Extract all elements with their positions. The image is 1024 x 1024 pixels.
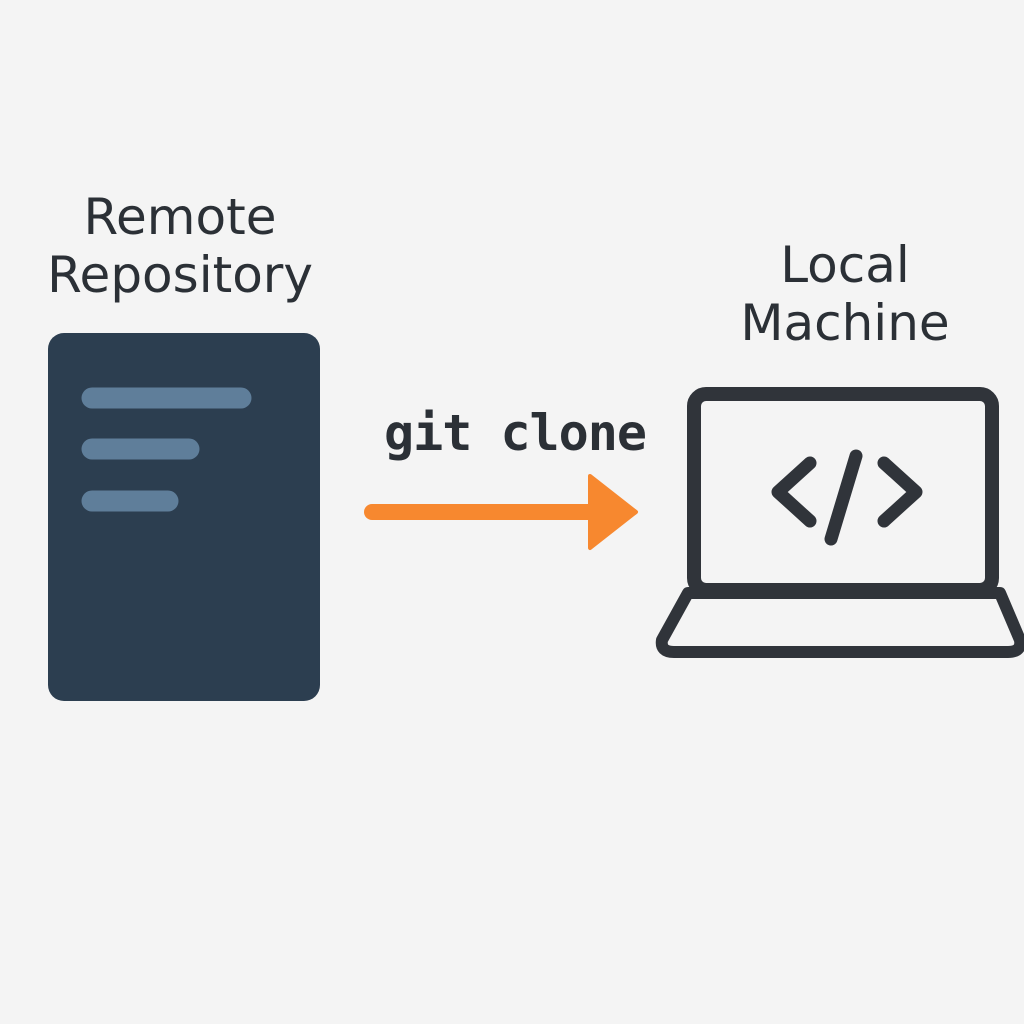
arrow-right-icon [364,474,638,550]
document-body [48,333,320,701]
local-label-line1: Local [780,236,910,294]
local-label-line2: Machine [740,294,950,352]
remote-label-line2: Repository [47,246,313,304]
left-angle-bracket [771,456,817,528]
git-clone-command-label: git clone [384,404,647,462]
remote-label-line1: Remote [83,188,277,246]
repository-document-icon [48,333,320,701]
code-brackets-icon [771,449,923,546]
code-slash [824,449,863,546]
right-angle-bracket [877,456,923,528]
local-machine-label: Local Machine [690,236,1000,352]
laptop-base [655,587,1024,658]
remote-repository-label: Remote Repository [30,188,330,304]
laptop-code-icon [655,387,1024,658]
arrow-head [588,474,638,550]
